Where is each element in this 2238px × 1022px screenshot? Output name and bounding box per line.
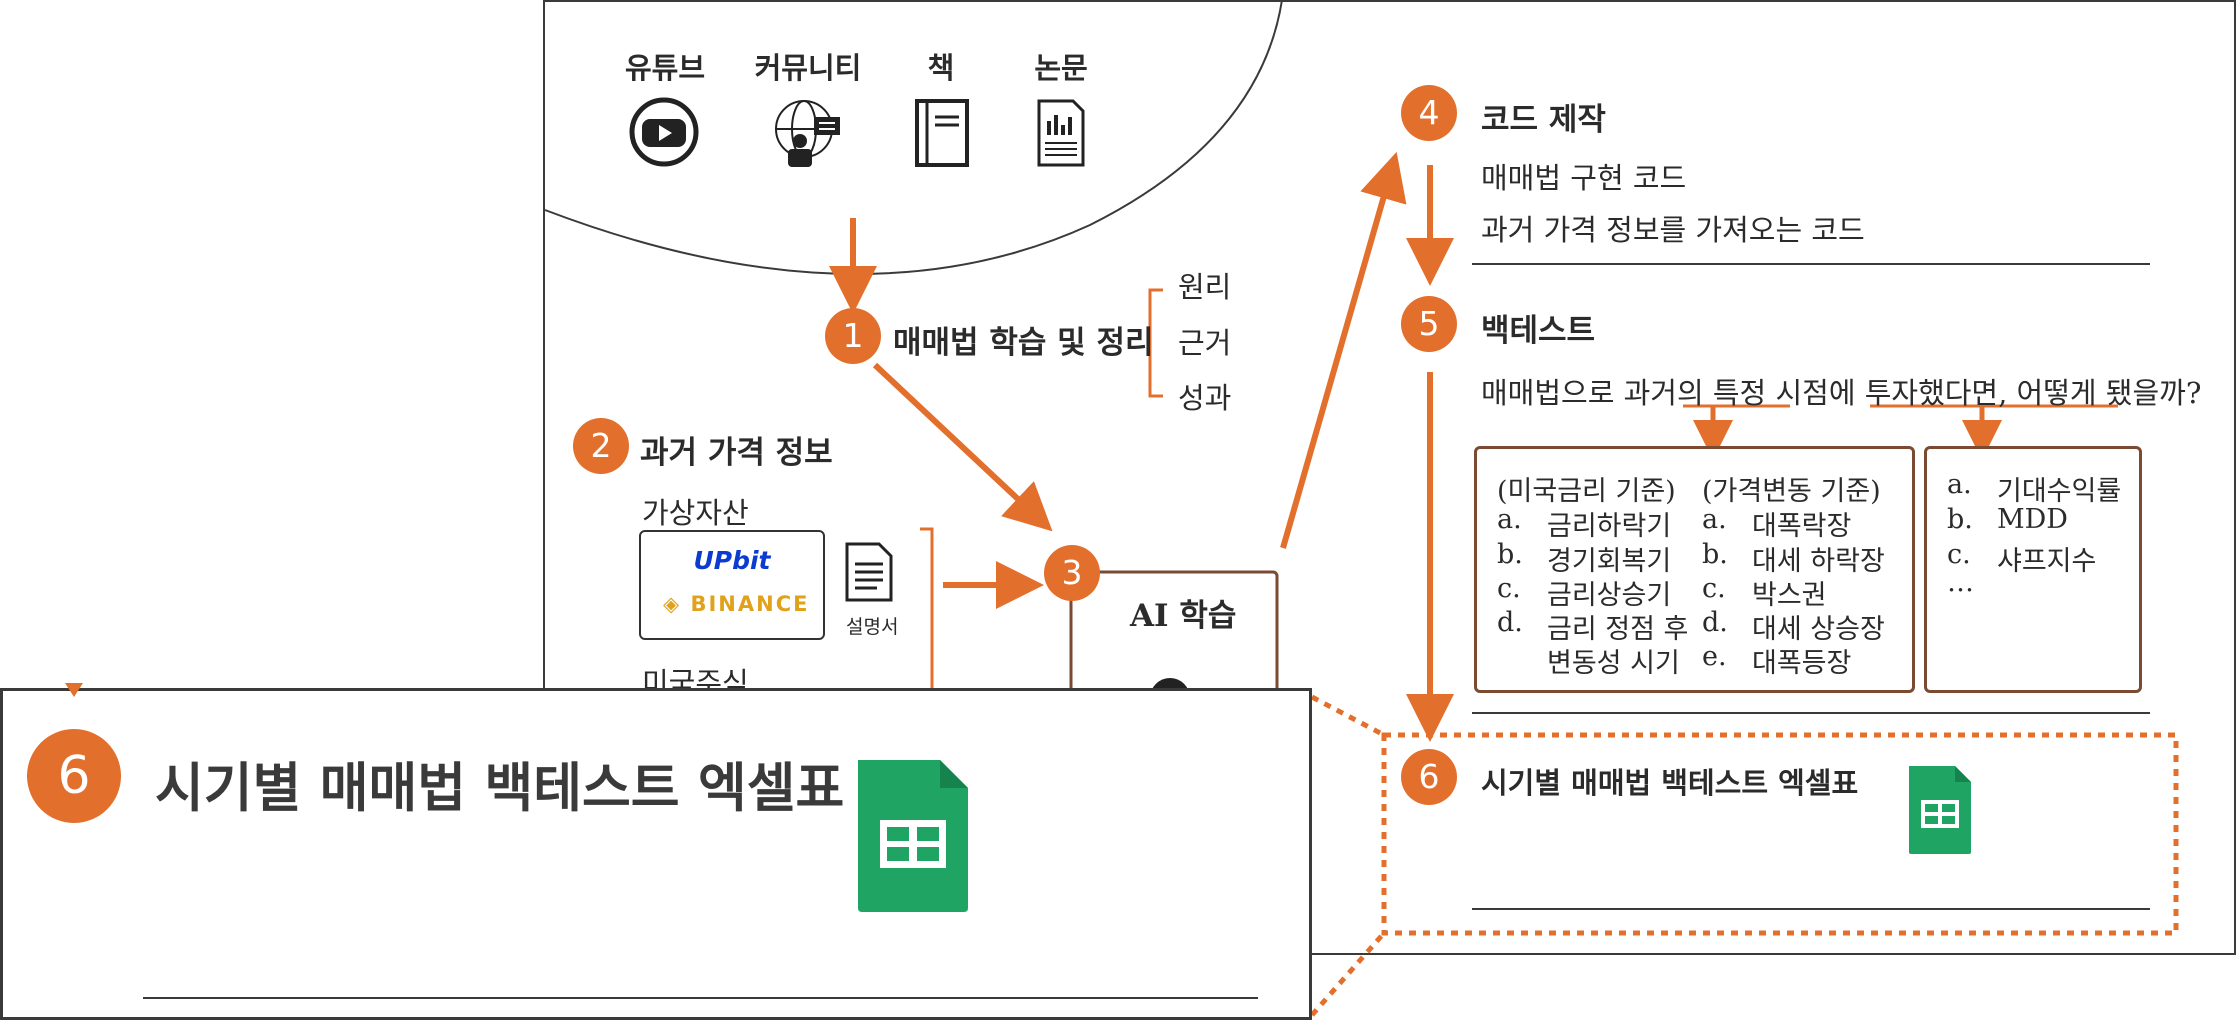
rate-item: 금리상승기: [1547, 580, 1672, 611]
step4-badge: 4: [1401, 85, 1457, 141]
metric-marker: a.: [1947, 469, 1972, 500]
zoom-step6-label: 시기별 매매법 백테스트 엑셀표: [155, 757, 845, 819]
google-sheets-icon: [1909, 766, 1971, 854]
step5-label: 백테스트: [1481, 313, 1596, 349]
source-arc: [544, 0, 1283, 275]
metric-ellipsis: …: [1947, 567, 1974, 598]
price-item-marker: b.: [1702, 539, 1728, 570]
community-icon: [775, 100, 840, 167]
step3-badge: 3: [1044, 545, 1100, 601]
step2-label: 과거 가격 정보: [640, 435, 833, 471]
price-item-marker: e.: [1702, 641, 1727, 672]
exchange-logos-box: UPbit ◈ BINANCE: [639, 530, 825, 640]
document-icon: [845, 542, 893, 602]
rate-item: 금리하락기: [1547, 511, 1672, 542]
price-criteria-header: (가격변동 기준): [1702, 476, 1881, 507]
zoom-arrow-tip: [65, 683, 83, 697]
price-item: 대폭락장: [1752, 511, 1852, 542]
binance-diamond-icon: ◈: [663, 592, 682, 616]
step1-label: 매매법 학습 및 정리: [893, 325, 1154, 361]
step1-bullet-principle: 원리: [1178, 270, 1232, 304]
price-item-marker: c.: [1702, 573, 1726, 604]
rate-item-marker: d.: [1497, 607, 1523, 638]
step2-badge: 2: [573, 418, 629, 474]
step4-label: 코드 제작: [1481, 102, 1606, 138]
binance-logo: ◈ BINANCE: [663, 592, 809, 616]
youtube-icon: [629, 97, 699, 167]
source-youtube-label: 유튜브: [624, 51, 706, 85]
arrow-step1-to-step3: [872, 362, 1053, 532]
arrow-step3-to-step4: [1280, 151, 1407, 549]
zoom-step6-badge: 6: [27, 729, 121, 823]
step6-zoom-inset: 6 시기별 매매법 백테스트 엑셀표: [0, 683, 1312, 1020]
zoom-separator: [143, 997, 1258, 999]
rate-item: 경기회복기: [1547, 546, 1672, 577]
rate-item: 변동성 시기: [1547, 648, 1680, 679]
step5-badge: 5: [1401, 296, 1457, 352]
doc-caption: 설명서: [846, 616, 899, 638]
metric-marker: c.: [1947, 539, 1971, 570]
upbit-logo: UPbit: [693, 546, 771, 575]
step3-label: AI 학습: [1130, 598, 1237, 634]
crypto-label: 가상자산: [642, 496, 749, 530]
zoom-connector-top: [1310, 694, 1386, 738]
metric-item: 기대수익률: [1997, 476, 2122, 507]
rate-criteria-header: (미국금리 기준): [1497, 476, 1676, 507]
bracket-step2: [920, 527, 934, 690]
rate-item-marker: c.: [1497, 573, 1521, 604]
price-item: 대폭등장: [1752, 648, 1852, 679]
zoom-connector-bottom: [1310, 931, 1386, 1017]
binance-text: BINANCE: [690, 592, 810, 616]
metric-marker: b.: [1947, 504, 1973, 535]
step1-bullet-basis: 근거: [1178, 326, 1232, 360]
source-book-label: 책: [927, 51, 955, 85]
metric-item: 샤프지수: [1997, 546, 2097, 577]
source-paper-label: 논문: [1034, 51, 1088, 85]
step1-badge: 1: [825, 308, 881, 364]
price-item-marker: d.: [1702, 607, 1728, 638]
step6-label: 시기별 매매법 백테스트 엑셀표: [1481, 766, 1859, 800]
step4-item-trading-code: 매매법 구현 코드: [1481, 161, 1687, 195]
price-item-marker: a.: [1702, 504, 1727, 535]
metrics-box: a. 기대수익률 b. MDD c. 샤프지수 …: [1924, 446, 2142, 693]
price-item: 대세 상승장: [1752, 614, 1885, 645]
period-criteria-box: (미국금리 기준) (가격변동 기준) a. 금리하락기 b. 경기회복기 c.…: [1474, 446, 1915, 693]
paper-icon: [1037, 99, 1085, 167]
price-item: 박스권: [1752, 580, 1827, 611]
google-sheets-icon-large: [858, 760, 968, 912]
rate-item: 금리 정점 후: [1547, 614, 1689, 645]
metric-item: MDD: [1997, 504, 2068, 535]
source-community-label: 커뮤니티: [754, 51, 862, 85]
step1-bullet-performance: 성과: [1178, 381, 1232, 415]
price-item: 대세 하락장: [1752, 546, 1885, 577]
book-icon: [915, 99, 969, 167]
step6-highlight-box: [1381, 732, 2179, 936]
bracket-step1: [1148, 288, 1163, 398]
rate-item-marker: a.: [1497, 504, 1522, 535]
rate-item-marker: b.: [1497, 539, 1523, 570]
step4-item-price-fetch-code: 과거 가격 정보를 가져오는 코드: [1481, 213, 1865, 247]
step6-badge: 6: [1401, 749, 1457, 805]
step5-question: 매매법으로 과거의 특정 시점에 투자했다면, 어떻게 됐을까?: [1481, 376, 2202, 410]
